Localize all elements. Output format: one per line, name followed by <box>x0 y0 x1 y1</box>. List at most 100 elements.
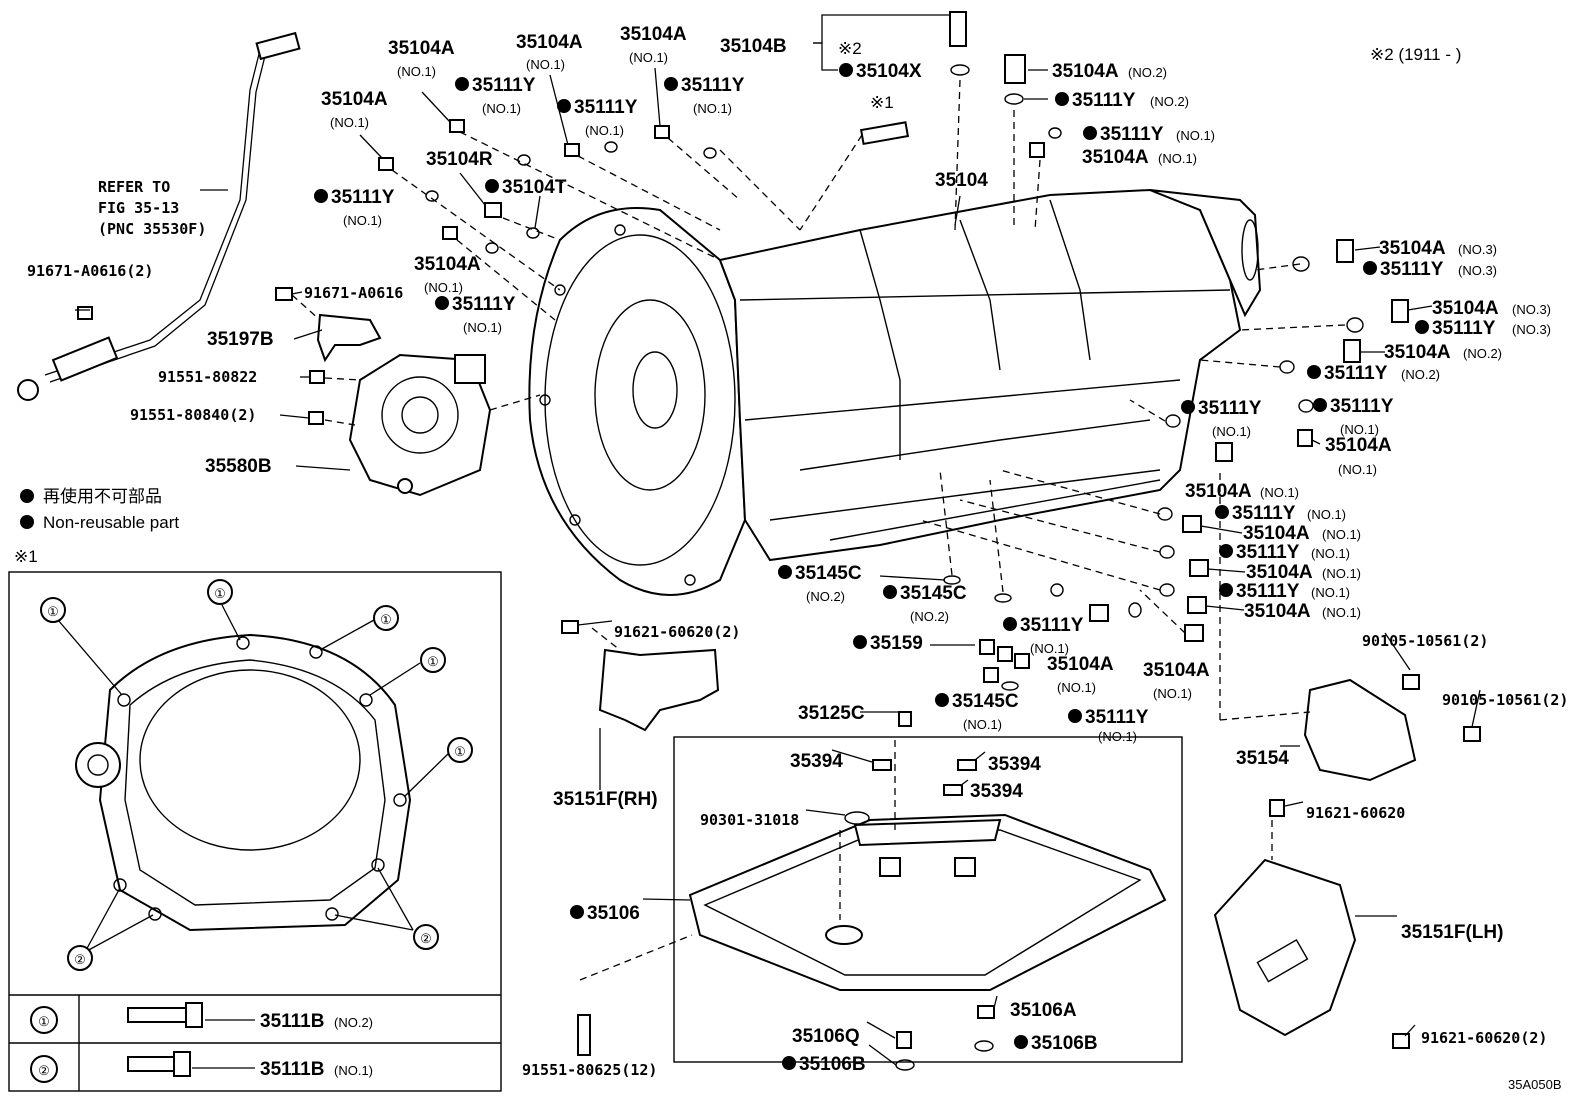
inset-callout: ① <box>454 744 466 759</box>
inset-callout: ① <box>380 612 392 627</box>
part-sublabel: (NO.1) <box>1340 422 1379 437</box>
non-reusable-dot <box>1014 1035 1028 1049</box>
part-sublabel: (NO.1) <box>693 101 732 116</box>
part-sublabel: (NO.1) <box>1260 485 1299 500</box>
callout-labels: 35104A (NO.1) 35104A (NO.1) 35104A (NO.1… <box>27 24 1568 1092</box>
part-label: 35111Y <box>1072 90 1136 111</box>
non-reusable-dot <box>1068 709 1082 723</box>
part-label: 91671-A0616 <box>304 284 403 302</box>
part-sublabel: (NO.1) <box>1158 151 1197 166</box>
part-label: 35104A <box>321 89 388 110</box>
part-sublabel: (NO.1) <box>482 101 521 116</box>
legend-text-en: Non-reusable part <box>43 513 179 532</box>
part-sublabel: (NO.1) <box>1176 128 1215 143</box>
non-reusable-dot <box>1215 505 1229 519</box>
bracket-35154 <box>1303 678 1417 782</box>
part-label: 91621-60620(2) <box>614 623 740 641</box>
part-label: 35104 <box>935 170 988 191</box>
part-label: 35154 <box>1236 748 1289 769</box>
legend-dot <box>20 515 34 529</box>
non-reusable-dot <box>435 296 449 310</box>
table-part: 35111B <box>260 1011 324 1032</box>
part-sublabel: (NO.1) <box>1338 462 1377 477</box>
table-key: ① <box>38 1014 50 1029</box>
part-label: 35106 <box>587 903 640 924</box>
bracket-35151f-lh <box>1213 858 1357 1037</box>
part-label: 35111Y <box>1236 581 1300 602</box>
part-label: 35111Y <box>331 187 395 208</box>
part-label: 35104A <box>1052 61 1119 82</box>
note-range: ※2 (1911 - ) <box>1370 45 1461 64</box>
part-sublabel: (NO.3) <box>1512 322 1551 337</box>
part-sublabel: (NO.2) <box>1128 65 1167 80</box>
part-sublabel: (NO.3) <box>1512 302 1551 317</box>
part-sublabel: (NO.1) <box>1311 585 1350 600</box>
non-reusable-dot <box>1219 544 1233 558</box>
part-sublabel: (NO.1) <box>1212 424 1251 439</box>
part-label: 35197B <box>207 329 274 350</box>
part-label: 35104A <box>1246 562 1313 583</box>
part-label: 90105-10561(2) <box>1442 691 1568 709</box>
oil-pan <box>688 813 1167 991</box>
legend-dot <box>20 489 34 503</box>
part-label: 35580B <box>205 456 272 477</box>
table-part: 35111B <box>260 1059 324 1080</box>
legend: 再使用不可部品 Non-reusable part <box>20 486 179 532</box>
part-label: 35145C <box>900 583 967 604</box>
part-label: 35106B <box>1031 1033 1098 1054</box>
part-label: 35151F(LH) <box>1401 922 1503 943</box>
non-reusable-dot <box>839 63 853 77</box>
part-sublabel: (NO.2) <box>1150 94 1189 109</box>
part-label: 35111Y <box>1432 318 1496 339</box>
part-label: 35125C <box>798 703 865 724</box>
non-reusable-dot <box>1415 320 1429 334</box>
part-label: 35104A <box>1432 298 1499 319</box>
part-sublabel: (NO.1) <box>343 213 382 228</box>
non-reusable-dot <box>314 189 328 203</box>
part-sublabel: (NO.3) <box>1458 242 1497 257</box>
part-sublabel: (NO.1) <box>397 64 436 79</box>
part-label: 35104X <box>856 61 922 82</box>
part-label: 35104A <box>1185 481 1252 502</box>
non-reusable-dot <box>1313 398 1327 412</box>
part-label: 90105-10561(2) <box>1362 632 1488 650</box>
transmission-assembly <box>528 188 1262 596</box>
bracket-35151f-rh <box>598 648 720 732</box>
non-reusable-dot <box>1003 617 1017 631</box>
part-label: 35104A <box>1143 660 1210 681</box>
fasteners <box>77 11 1481 1071</box>
non-reusable-dot <box>1307 365 1321 379</box>
part-label: 91621-60620(2) <box>1421 1029 1547 1047</box>
part-sublabel: (NO.2) <box>1463 346 1502 361</box>
part-label: 35104A <box>388 38 455 59</box>
non-reusable-dot <box>778 565 792 579</box>
figure-code: 35A050B <box>1508 1077 1562 1092</box>
non-reusable-dot <box>485 179 499 193</box>
table-key: ② <box>38 1063 50 1078</box>
part-label: 35394 <box>970 781 1023 802</box>
bracket-35197b <box>316 313 382 363</box>
non-reusable-dot <box>1055 92 1069 106</box>
table-sub: (NO.1) <box>334 1063 373 1078</box>
reference-note: REFER TO <box>98 178 170 196</box>
non-reusable-dot <box>570 905 584 919</box>
part-sublabel: (NO.1) <box>1322 566 1361 581</box>
fluid-pump-35580b <box>348 353 492 497</box>
bolt-icon <box>127 1007 189 1023</box>
part-label: 35111Y <box>1330 396 1394 417</box>
part-label: 35104R <box>426 149 493 170</box>
part-sublabel: (NO.1) <box>1307 507 1346 522</box>
non-reusable-dot <box>1181 400 1195 414</box>
part-label: 35111Y <box>1380 259 1444 280</box>
part-sublabel: (NO.1) <box>1153 686 1192 701</box>
non-reusable-dot <box>1219 583 1233 597</box>
legend-text-jp: 再使用不可部品 <box>43 486 162 506</box>
part-label: 35111Y <box>574 97 638 118</box>
part-sublabel: (NO.1) <box>330 115 369 130</box>
part-sublabel: (NO.1) <box>1322 605 1361 620</box>
part-sublabel: (NO.2) <box>806 589 845 604</box>
inset-callout: ② <box>420 931 432 946</box>
leader-lines <box>75 14 1481 1066</box>
part-sublabel: (NO.1) <box>1098 729 1137 744</box>
